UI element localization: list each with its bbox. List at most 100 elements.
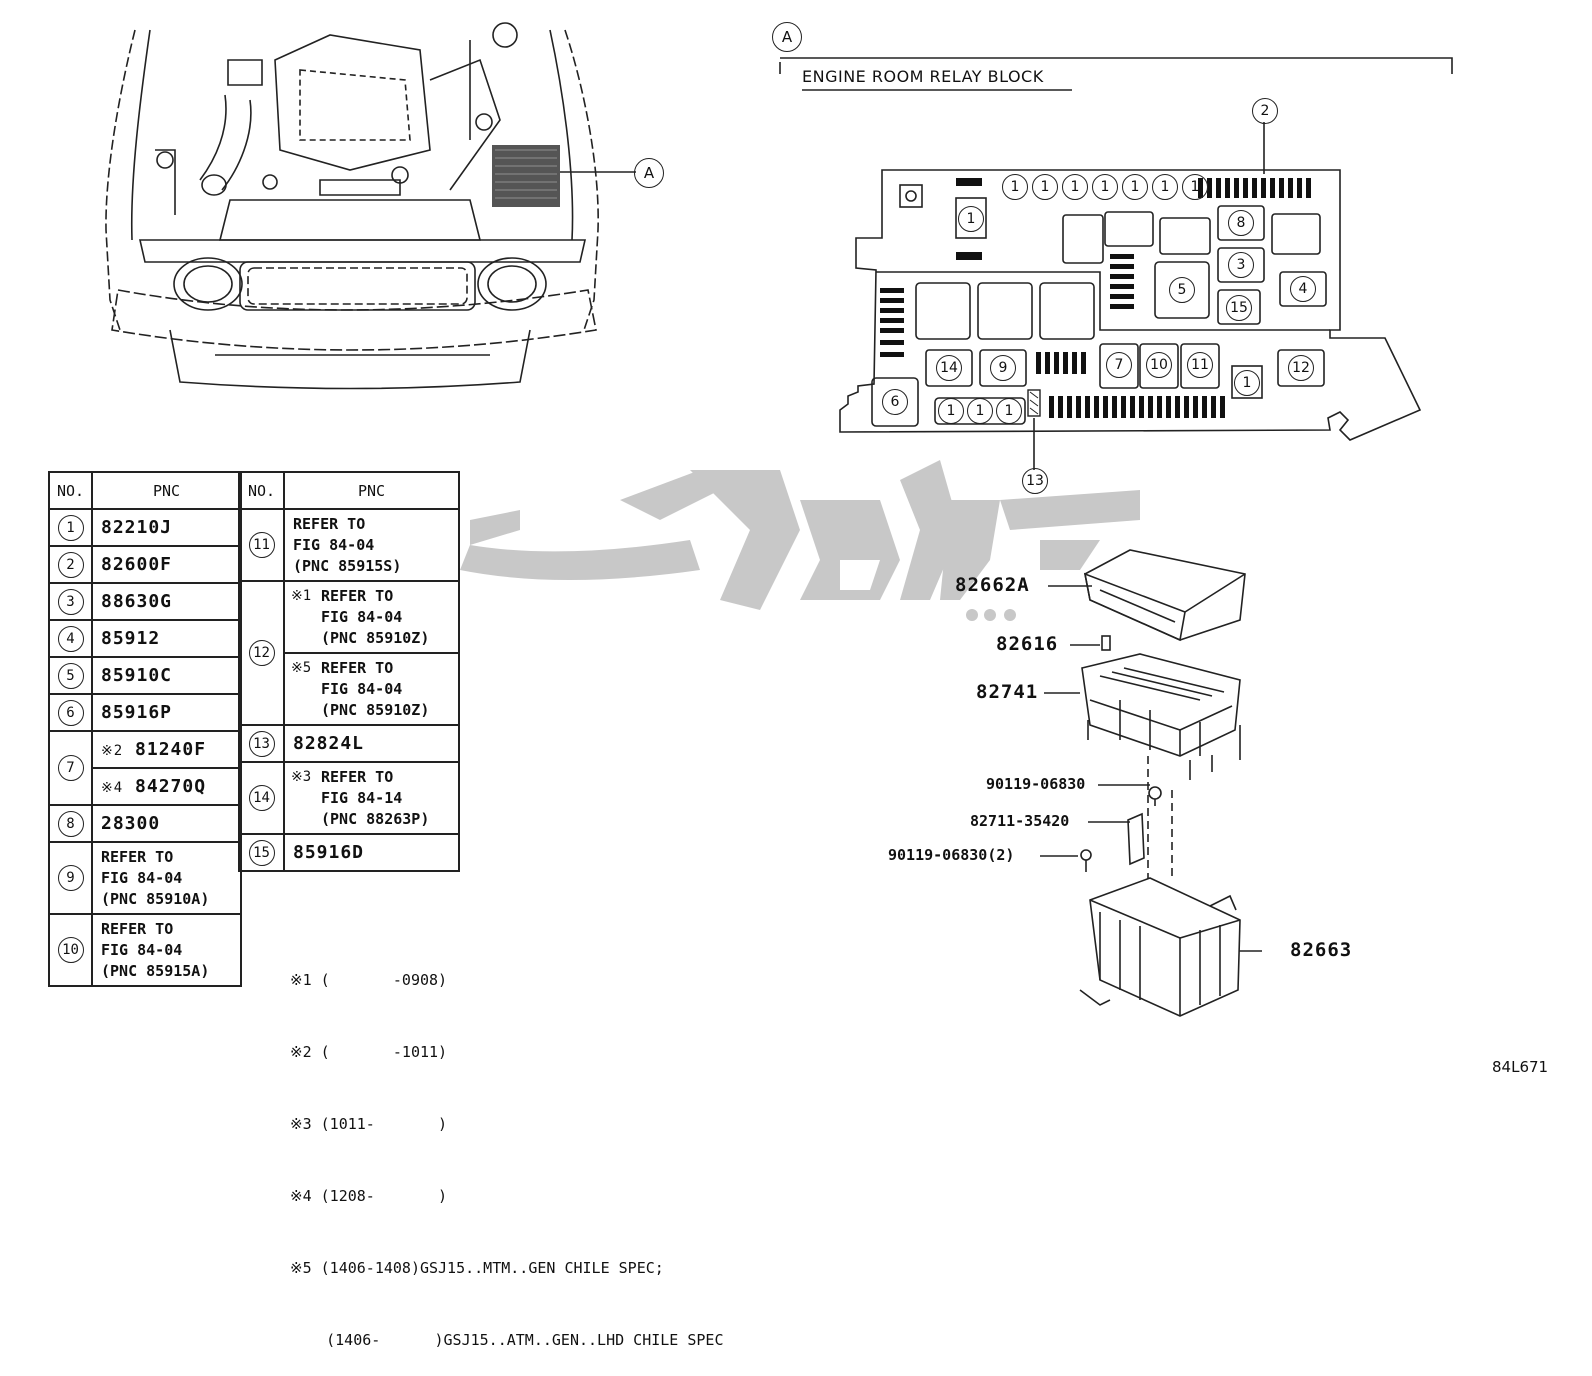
row-pnc: 85916D [283,833,460,872]
row-number: 8 [57,810,84,837]
block-title: ENGINE ROOM RELAY BLOCK [802,67,1044,86]
part-label-90119-06830: 90119-06830 [986,775,1086,793]
row-number: 3 [57,588,84,615]
footnote: ※4 (1208- ) [290,1187,448,1205]
footnote: ※3 (1011- ) [290,1115,448,1133]
note-mark: ※1 [291,587,312,604]
slot-11: 11 [1187,352,1213,378]
table-row: ※4 84270Q [49,767,242,806]
table-row: 1 82210J [48,508,242,547]
callout-a-engine-text: A [643,164,655,182]
row-pnc: 82210J [91,508,242,547]
row-reference: REFER TO FIG 84-14 (PNC 88263P) [321,767,430,828]
slot-13-outline [1027,389,1041,417]
slot-6: 6 [882,389,908,415]
header-no: NO. [48,471,93,510]
callout-a-engine: A [634,158,664,188]
row-reference: REFER TO FIG 84-04 (PNC 85915S) [283,508,460,582]
part-label-82663: 82663 [1290,939,1353,961]
row-pnc: 88630G [91,582,242,621]
row-number: 11 [248,532,275,558]
table-row: 11 REFER TO FIG 84-04 (PNC 85915S) [238,508,460,582]
part-label-82662a: 82662A [955,574,1030,596]
note-mark: ※3 [291,768,312,785]
slot-1-left: 1 [958,206,984,232]
table-row: 12 ※1 REFER TO FIG 84-04 (PNC 85910Z) [238,580,460,726]
slot-5: 5 [1169,277,1195,303]
header-pnc: PNC [283,471,460,510]
row-pnc: 81240F [135,739,207,760]
slot-14: 14 [936,355,962,381]
exploded-parts-view [1040,549,1262,1017]
header-pnc: PNC [91,471,242,510]
slot-9: 9 [990,355,1016,381]
section-label-a-text: A [781,28,793,46]
row-number: 13 [248,730,275,757]
footnote: (1406- )GSJ15..ATM..GEN..LHD CHILE SPEC [290,1331,724,1349]
slot-7: 7 [1106,352,1132,378]
header-no: NO. [238,471,285,510]
row-number: 1 [57,514,84,541]
table-row: 3 88630G [48,582,242,621]
part-label-82711-35420: 82711-35420 [970,812,1070,830]
engine-bay-illustration [105,22,636,390]
slot-12: 12 [1288,355,1314,381]
row-reference: REFER TO FIG 84-04 (PNC 85910Z) [321,586,430,647]
slot-1-top-c: 1 [1062,174,1088,200]
figure-code: 84L671 [1492,1058,1549,1076]
row-number: 6 [57,699,84,726]
slot-4: 4 [1290,276,1316,302]
slot-3: 3 [1228,252,1254,278]
part-label-90119-06830-2: 90119-06830(2) [888,846,1015,864]
slot-1-bottom-a: 1 [938,398,964,424]
note-mark: ※5 [291,659,312,676]
part-label-82616: 82616 [996,633,1059,655]
top-fuse-row: 1 1 1 1 1 1 1 [1002,174,1208,200]
slot-1-top-g: 1 [1182,174,1208,200]
parts-table-left: NO. PNC 1 82210J 2 82600F 3 88630G 4 859… [48,471,242,987]
row-pnc: 85916P [91,693,242,732]
row-number: 10 [57,937,84,963]
section-a-bracket [779,57,1453,91]
callout-13: 13 [1022,468,1048,494]
row-number: 2 [57,551,84,578]
relay-block-location-shade [492,145,560,207]
table-row: 4 85912 [48,619,242,658]
slot-1-bottom-c: 1 [996,398,1022,424]
row-reference: REFER TO FIG 84-04 (PNC 85910A) [91,841,242,915]
row-number: 12 [248,640,275,666]
part-label-82741: 82741 [976,681,1039,703]
row-number: 4 [57,625,84,652]
slot-15: 15 [1226,295,1252,321]
slot-1-right: 1 [1234,370,1260,396]
table-row: 10 REFER TO FIG 84-04 (PNC 85915A) [48,913,242,987]
table-row: 15 85916D [238,833,460,872]
table-row: 7 ※2 81240F [48,730,242,806]
note-mark: ※4 [101,780,124,796]
row-pnc: 84270Q [135,776,207,797]
section-label-a: A [772,22,802,52]
table-row: 9 REFER TO FIG 84-04 (PNC 85910A) [48,841,242,915]
row-number: 9 [57,865,84,891]
row-number: 14 [248,785,275,811]
row-number: 7 [57,755,84,781]
slot-8: 8 [1228,210,1254,236]
table-row: 13 82824L [238,724,460,763]
parts-table-right: NO. PNC 11 REFER TO FIG 84-04 (PNC 85915… [238,471,460,872]
relay-block-diagram [839,122,1422,470]
row-number: 15 [248,839,275,866]
footnote: ※1 ( -0908) [290,971,448,989]
table-row: ※5 REFER TO FIG 84-04 (PNC 85910Z) [239,652,460,726]
row-reference: REFER TO FIG 84-04 (PNC 85915A) [91,913,242,987]
slot-1-top-a: 1 [1002,174,1028,200]
row-number: 5 [57,662,84,689]
note-mark: ※2 [101,743,124,759]
slot-10: 10 [1146,352,1172,378]
row-pnc: 82824L [283,724,460,763]
table-row: 14 ※3 REFER TO FIG 84-14 (PNC 88263P) [238,761,460,835]
slot-1-top-d: 1 [1092,174,1118,200]
footnote: ※2 ( -1011) [290,1043,448,1061]
slot-1-top-b: 1 [1032,174,1058,200]
row-pnc: 82600F [91,545,242,584]
slot-1-top-e: 1 [1122,174,1148,200]
